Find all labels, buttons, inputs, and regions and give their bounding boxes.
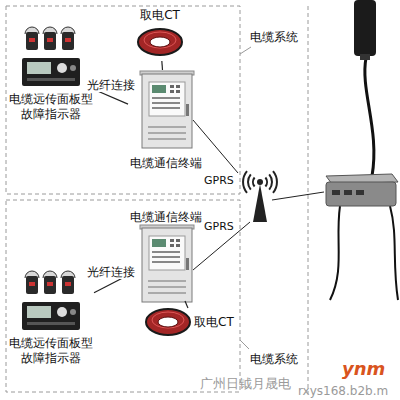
device-label: 电缆远传面板型故障指示器 [8, 92, 94, 122]
connector-label: 光纤连接 [85, 265, 137, 279]
cable [330, 206, 340, 300]
cable [390, 206, 398, 300]
device-node: 取电CT [144, 308, 244, 337]
fiber-connector [185, 301, 188, 308]
region-outline [6, 200, 240, 392]
device-node: 电缆远传面板型故障指示器 [8, 264, 94, 366]
antenna [360, 54, 370, 60]
signal-arc [269, 174, 272, 189]
device-node: 取电CT [128, 8, 192, 61]
leader-line [240, 47, 251, 54]
tower-symbol [243, 171, 277, 222]
region-label: 电缆系统 [250, 30, 298, 44]
leader-line [240, 340, 249, 349]
port [344, 190, 352, 195]
watermark: ynm [342, 358, 385, 380]
region-outline [6, 6, 308, 394]
device-label: 电缆远传面板型故障指示器 [8, 336, 94, 366]
device-node: 电缆远传面板型故障指示器 [8, 20, 94, 122]
tower-symbol [253, 184, 267, 222]
device-label: 电缆通信终端 [128, 156, 204, 171]
server-device [326, 182, 396, 206]
device-label: 取电CT [194, 315, 244, 330]
link-label: GPRS [204, 174, 234, 187]
server-device [326, 0, 398, 300]
link-label: GPRS [204, 220, 234, 233]
device-node: 电缆通信终端 [128, 210, 204, 301]
watermark: rxys168.b2b.m [298, 384, 388, 398]
cable [365, 58, 374, 176]
region-outline [6, 6, 240, 194]
connector-label: 光纤连接 [85, 78, 137, 92]
port [356, 190, 364, 195]
signal-arc [265, 178, 267, 187]
cabinet [140, 71, 194, 148]
tower-symbol [257, 179, 263, 185]
region-outline [308, 6, 309, 394]
device-node: 电缆通信终端 [128, 70, 204, 171]
fault-indicator [22, 271, 80, 330]
device-label: 取电CT [128, 8, 192, 23]
region-label: 电缆系统 [250, 352, 298, 366]
device-label: 电缆通信终端 [128, 210, 204, 225]
fault-indicator [22, 27, 80, 86]
signal-arc [248, 174, 251, 189]
cabinet [140, 225, 194, 302]
signal-arc [273, 171, 277, 193]
antenna [354, 0, 376, 56]
fiber-connector [161, 61, 163, 70]
port [332, 190, 340, 195]
watermark: 广州日钺月晟电 [200, 376, 291, 392]
ct-ring [146, 309, 190, 335]
gprs-link [272, 192, 324, 200]
ct-ring [138, 29, 182, 55]
signal-arc [243, 171, 247, 193]
signal-arc [253, 178, 255, 187]
